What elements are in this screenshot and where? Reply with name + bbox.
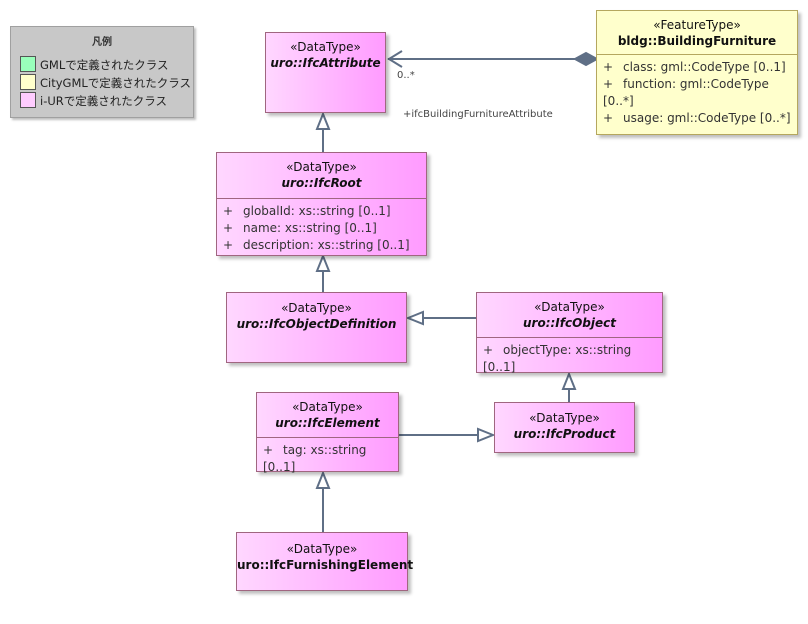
class-ifc-object-definition[interactable]: «DataType» uro::IfcObjectDefinition [226,292,407,363]
legend: 凡例 GMLで定義されたクラス CityGMLで定義されたクラス i-URで定義… [10,26,194,118]
attribute-class: +class: gml::CodeType [0..1] [603,60,786,74]
class-name: uro::IfcElement [275,416,380,430]
legend-item-citygml: CityGMLで定義されたクラス [20,74,191,91]
class-ifc-element[interactable]: «DataType» uro::IfcElement +tag: xs::str… [256,392,399,474]
class-stereotype: «DataType» [286,160,357,174]
class-name: bldg::BuildingFurniture [617,34,777,48]
class-header: «DataType» uro::IfcProduct [495,403,634,442]
attribute-description: +description: xs::string [0..1] [223,238,410,252]
class-header: «DataType» uro::IfcFurnishingElement [237,533,414,573]
legend-title: 凡例 [92,37,112,48]
generalization-arrow [561,371,577,390]
association-arrowhead [387,50,403,68]
attribute-tag: +tag: xs::string [0..1] [263,443,367,474]
class-ifc-furnishing-element[interactable]: «DataType» uro::IfcFurnishingElement [236,532,414,591]
class-header: «DataType» uro::IfcAttribute [266,33,385,71]
class-stereotype: «FeatureType» [653,18,741,32]
class-stereotype: «DataType» [286,542,358,556]
legend-swatch-citygml [20,74,36,90]
class-ifc-product[interactable]: «DataType» uro::IfcProduct [494,402,635,453]
class-name: uro::IfcAttribute [270,56,381,70]
generalization-arrow [405,310,424,326]
class-attributes: +objectType: xs::string [0..1] [477,337,662,376]
class-name: uro::IfcProduct [513,427,616,441]
class-building-furniture[interactable]: «FeatureType» bldg::BuildingFurniture +c… [596,10,798,135]
class-stereotype: «DataType» [281,301,352,315]
legend-item-iur: i-URで定義されたクラス [20,92,167,109]
association-multiplicity: 0..* [397,70,415,81]
attribute-function: +function: gml::CodeType [0..*] [603,77,769,108]
generalization-arrow [315,470,331,489]
class-stereotype: «DataType» [292,400,363,414]
class-header: «DataType» uro::IfcElement [257,393,398,437]
class-stereotype: «DataType» [534,300,605,314]
class-ifc-root[interactable]: «DataType» uro::IfcRoot +globalId: xs::s… [216,152,427,256]
class-ifc-attribute[interactable]: «DataType» uro::IfcAttribute [265,32,386,113]
class-header: «FeatureType» bldg::BuildingFurniture [597,11,797,54]
attribute-usage: +usage: gml::CodeType [0..*] [603,111,791,125]
attribute-name: +name: xs::string [0..1] [223,221,377,235]
generalization-arrow [315,111,331,130]
class-name: uro::IfcFurnishingElement [237,558,414,572]
class-stereotype: «DataType» [529,411,600,425]
class-name: uro::IfcObject [523,316,616,330]
aggregation-diamond [572,51,600,67]
class-name: uro::IfcRoot [281,176,362,190]
class-attributes: +class: gml::CodeType [0..1] +function: … [597,54,797,127]
class-attributes: +globalId: xs::string [0..1] +name: xs::… [217,198,426,254]
legend-item-gml: GMLで定義されたクラス [20,56,169,73]
generalization-arrow [477,427,496,443]
class-stereotype: «DataType» [290,40,361,54]
class-header: «DataType» uro::IfcObjectDefinition [227,293,406,332]
legend-swatch-gml [20,56,36,72]
attribute-global-id: +globalId: xs::string [0..1] [223,204,391,218]
class-header: «DataType» uro::IfcObject [477,293,662,337]
class-ifc-object[interactable]: «DataType» uro::IfcObject +objectType: x… [476,292,663,376]
class-attributes: +tag: xs::string [0..1] [257,437,398,476]
attribute-object-type: +objectType: xs::string [0..1] [483,343,632,374]
association-role: +ifcBuildingFurnitureAttribute [403,109,553,120]
class-name: uro::IfcObjectDefinition [236,317,397,331]
class-header: «DataType» uro::IfcRoot [217,153,426,198]
legend-swatch-iur [20,92,36,108]
generalization-arrow [315,253,331,272]
